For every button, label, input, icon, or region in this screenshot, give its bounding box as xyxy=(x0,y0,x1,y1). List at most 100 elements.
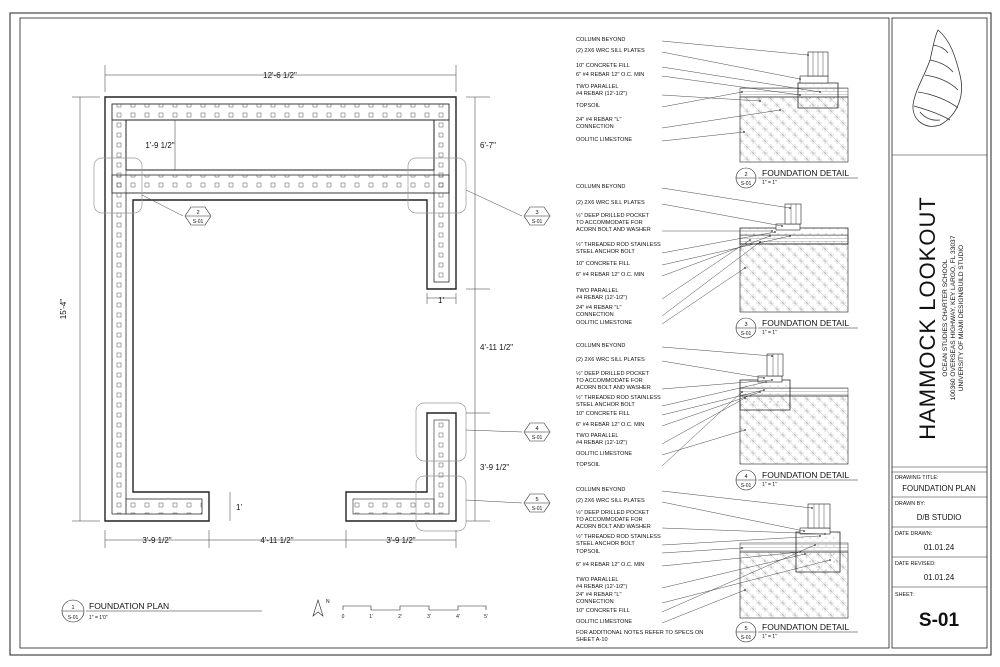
detail-3-label: TO ACCOMMODATE FOR xyxy=(576,220,643,226)
detail-5-leader-dot xyxy=(829,559,831,561)
detail-5-leader-dot xyxy=(814,544,816,546)
detail-2-label: 10" CONCRETE FILL xyxy=(576,63,630,69)
detail-4-label: TOPSOIL xyxy=(576,462,600,468)
detail-3-leader-dot xyxy=(789,235,791,237)
detail-4-leader xyxy=(661,391,761,427)
detail-4-leader-dot xyxy=(744,397,746,399)
detail-5-label: TOPSOIL xyxy=(576,549,600,555)
lower-right-footing xyxy=(345,412,457,522)
callout-4-num: 4 xyxy=(535,426,538,432)
detail-3-leader-dot xyxy=(744,267,746,269)
callout-2-num: 2 xyxy=(196,210,199,216)
studio-name: UNIVERSITY OF MIAMI DESIGN/BUILD STUDIO xyxy=(958,245,965,391)
detail-4-leader-dot xyxy=(765,381,767,383)
detail-4-leader-dot xyxy=(741,391,743,393)
drawn-by-label: DRAWN BY: xyxy=(895,501,925,507)
drawing-border xyxy=(19,17,890,649)
detail-2-leader xyxy=(661,91,743,108)
dim-right-middle: 4'-11 1/2" xyxy=(480,343,513,352)
bottom-left-beam xyxy=(125,498,203,515)
scale-4: 4' xyxy=(456,614,460,620)
detail-5-leader xyxy=(661,535,821,546)
detail-4-label: ½" THREADED ROD STAINLESS xyxy=(576,394,661,401)
callout-hex-5[interactable]: 5 S-01 xyxy=(523,493,551,513)
detail-3-label: CONNECTION xyxy=(576,312,614,318)
detail-4-leader xyxy=(661,360,765,379)
detail-4-title: FOUNDATION DETAIL xyxy=(762,470,849,480)
detail-3-leader xyxy=(661,187,791,209)
detail-2-title: FOUNDATION DETAIL xyxy=(762,168,849,178)
detail-2-leader-dot xyxy=(741,91,743,93)
detail-3-label: #4 REBAR (12'-1/2") xyxy=(576,295,627,301)
detail-5-leader-dot xyxy=(819,535,821,537)
dimension-lines xyxy=(72,65,490,548)
callout-5-ref: S-01 xyxy=(532,506,543,512)
drawing-title-label: DRAWING TITLE: xyxy=(895,475,938,481)
detail-2-leader xyxy=(661,66,821,93)
sheet-label: SHEET: xyxy=(895,592,914,598)
detail-5-label: TO ACCOMMODATE FOR xyxy=(576,517,643,523)
detail-3-label: ½" DEEP DRILLED POCKET xyxy=(576,212,650,219)
detail-2-label: TOPSOIL xyxy=(576,103,600,109)
detail-2-leader-dot xyxy=(819,91,821,93)
detail-3-label: 6" #4 REBAR 12" O.C. MIN xyxy=(576,272,644,278)
callout-zone-2 xyxy=(93,157,143,214)
callout-3-ref: S-01 xyxy=(532,219,543,225)
bottom-right-beam xyxy=(352,498,435,515)
detail-5-sheet-ref: S-01 xyxy=(741,635,752,641)
callout-hex-3[interactable]: 3 S-01 xyxy=(523,206,551,226)
detail-5-label: (2) 2X6 WRC SILL PLATES xyxy=(576,498,645,504)
footing-outline-outer xyxy=(104,96,457,522)
detail-5-label: ACORN BOLT AND WASHER xyxy=(576,524,651,530)
detail-4-leader xyxy=(661,379,773,390)
detail-3-label: 24" #4 REBAR "L" xyxy=(576,305,621,311)
dim-bottom-left: 3'-9 1/2" xyxy=(142,536,171,545)
callout-4-ref: S-01 xyxy=(532,435,543,441)
detail-3-leader-dot xyxy=(774,231,776,233)
callout-hex-4[interactable]: 4 S-01 xyxy=(523,422,551,442)
detail-2-leader xyxy=(661,109,781,129)
detail-5-label: OOLITIC LIMESTONE xyxy=(576,619,632,625)
footing-outline-inner xyxy=(111,103,450,515)
dim-left: 15'-4" xyxy=(59,299,68,320)
plan-title: FOUNDATION PLAN xyxy=(89,601,169,611)
scale-1: 1' xyxy=(369,614,373,620)
detail-5-leader xyxy=(661,551,801,567)
detail-3-leader xyxy=(661,267,746,325)
detail-3-leader-dot xyxy=(771,230,773,232)
plan-title-block: 1 S-01 FOUNDATION PLAN 1" = 1'0" xyxy=(61,599,262,623)
dim-one-left: 1' xyxy=(236,503,242,512)
right-lower-beam xyxy=(433,419,450,515)
detail-2-leader-dot xyxy=(807,54,809,56)
date-drawn-value: 01.01.24 xyxy=(924,543,955,552)
top-beam xyxy=(111,103,450,121)
detail-3-leader xyxy=(661,235,791,266)
detail-3-leader-dot xyxy=(749,239,751,241)
detail-4-label: #4 REBAR (12'-1/2") xyxy=(576,440,627,446)
detail-4-label: 6" #4 REBAR 12" O.C. MIN xyxy=(576,422,644,428)
callout-hex-2[interactable]: 2 S-01 xyxy=(184,206,212,226)
detail-2-sheet-ref: S-01 xyxy=(741,181,752,187)
detail-4-label: TO ACCOMMODATE FOR xyxy=(576,378,643,384)
detail-2-leader-dot xyxy=(799,94,801,96)
detail-4-label: COLUMN BEYOND xyxy=(576,343,625,349)
detail-2-leader xyxy=(661,75,801,96)
drawing-title-value: FOUNDATION PLAN xyxy=(902,484,976,493)
detail-5-leader xyxy=(661,501,805,532)
scale-3: 3' xyxy=(427,614,431,620)
dim-bottom-mid: 4'-11 1/2" xyxy=(260,536,293,545)
cross-beam xyxy=(111,174,450,194)
detail-2-label: TWO PARALLEL xyxy=(576,84,618,90)
detail-5-leader xyxy=(661,544,816,613)
dim-bottom-right: 3'-9 1/2" xyxy=(386,536,415,545)
detail-2-leader-dot xyxy=(743,131,745,133)
detail-drawing-3 xyxy=(739,203,849,313)
detail-4-number: 4 xyxy=(744,474,747,480)
right-upper-beam xyxy=(433,119,450,283)
detail-5-label: STEEL ANCHOR BOLT xyxy=(576,541,635,547)
detail-3-sheet-ref: S-01 xyxy=(741,331,752,337)
detail-2-label: OOLITIC LIMESTONE xyxy=(576,137,632,143)
detail-5-label: TWO PARALLEL xyxy=(576,577,618,583)
detail-4-label: STEEL ANCHOR BOLT xyxy=(576,402,635,408)
detail-3-label: 10" CONCRETE FILL xyxy=(576,261,630,267)
